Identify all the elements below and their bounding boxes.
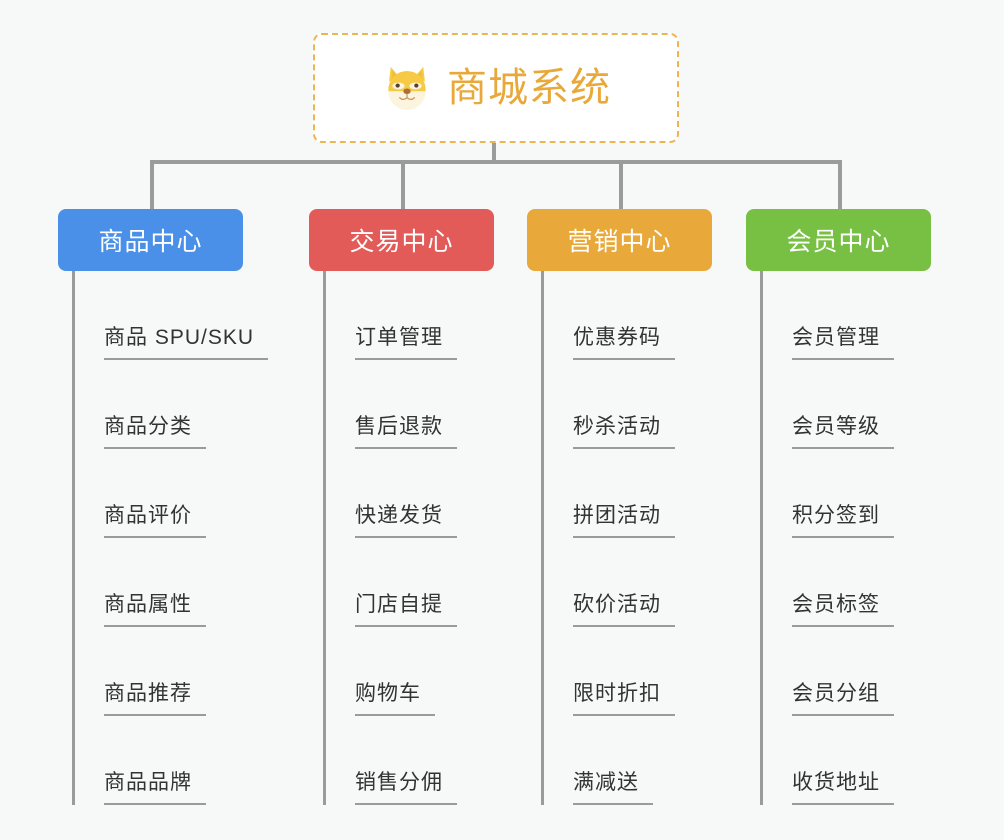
list-item[interactable]: 商品属性 (72, 538, 312, 627)
list-item[interactable]: 商品评价 (72, 449, 312, 538)
leaf-label: 订单管理 (355, 325, 457, 360)
connector-drop-product-center (150, 160, 154, 209)
list-item[interactable]: 限时折扣 (541, 627, 781, 716)
branch-trunk-line (760, 271, 763, 805)
list-item[interactable]: 购物车 (323, 627, 563, 716)
leaf-label: 售后退款 (355, 414, 457, 449)
list-item[interactable]: 快递发货 (323, 449, 563, 538)
leaf-label: 销售分佣 (355, 770, 457, 805)
leaf-label: 积分签到 (792, 503, 894, 538)
root-node-title: 商城系统 (447, 66, 611, 110)
leaf-label: 会员标签 (792, 592, 894, 627)
root-node-card[interactable]: 商城系统 (313, 33, 679, 143)
list-item[interactable]: 门店自提 (323, 538, 563, 627)
list-item[interactable]: 售后退款 (323, 360, 563, 449)
list-item[interactable]: 优惠券码 (541, 271, 781, 360)
leaf-label: 门店自提 (355, 592, 457, 627)
leaf-list-member-center: 会员管理 会员等级 积分签到 会员标签 会员分组 收货地址 (760, 271, 1000, 805)
category-header-trade-center[interactable]: 交易中心 (309, 209, 494, 271)
leaf-list-product-center: 商品 SPU/SKU 商品分类 商品评价 商品属性 商品推荐 商品品牌 (72, 271, 312, 805)
branch-trunk-line (323, 271, 326, 805)
leaf-label: 秒杀活动 (573, 414, 675, 449)
category-label: 商品中心 (98, 228, 203, 256)
category-header-product-center[interactable]: 商品中心 (58, 209, 243, 271)
category-label: 交易中心 (349, 228, 454, 256)
branch-trunk-line (541, 271, 544, 805)
leaf-label: 拼团活动 (573, 503, 675, 538)
list-item[interactable]: 商品 SPU/SKU (72, 271, 312, 360)
leaf-label: 快递发货 (355, 503, 457, 538)
connector-root-stem (492, 143, 496, 164)
list-item[interactable]: 商品分类 (72, 360, 312, 449)
list-item[interactable]: 商品推荐 (72, 627, 312, 716)
leaf-label: 商品品牌 (104, 770, 206, 805)
list-item[interactable]: 会员等级 (760, 360, 1000, 449)
connector-drop-trade-center (401, 160, 405, 209)
leaf-list-marketing-center: 优惠券码 秒杀活动 拼团活动 砍价活动 限时折扣 满减送 (541, 271, 781, 805)
leaf-label: 砍价活动 (573, 592, 675, 627)
category-header-member-center[interactable]: 会员中心 (746, 209, 931, 271)
list-item[interactable]: 会员标签 (760, 538, 1000, 627)
list-item[interactable]: 订单管理 (323, 271, 563, 360)
list-item[interactable]: 拼团活动 (541, 449, 781, 538)
leaf-label: 会员管理 (792, 325, 894, 360)
leaf-label: 满减送 (573, 770, 653, 805)
leaf-label: 商品 SPU/SKU (104, 325, 269, 360)
category-label: 会员中心 (786, 228, 891, 256)
leaf-label: 限时折扣 (573, 681, 675, 716)
connector-horizontal-bus (150, 160, 842, 164)
leaf-label: 会员分组 (792, 681, 894, 716)
leaf-label: 商品属性 (104, 592, 206, 627)
leaf-label: 商品评价 (104, 503, 206, 538)
connector-drop-marketing-center (619, 160, 623, 209)
leaf-label: 收货地址 (792, 770, 894, 805)
category-label: 营销中心 (567, 228, 672, 256)
list-item[interactable]: 积分签到 (760, 449, 1000, 538)
connector-drop-member-center (838, 160, 842, 209)
leaf-label: 会员等级 (792, 414, 894, 449)
list-item[interactable]: 销售分佣 (323, 716, 563, 805)
list-item[interactable]: 会员分组 (760, 627, 1000, 716)
leaf-label: 优惠券码 (573, 325, 675, 360)
list-item[interactable]: 砍价活动 (541, 538, 781, 627)
list-item[interactable]: 收货地址 (760, 716, 1000, 805)
leaf-list-trade-center: 订单管理 售后退款 快递发货 门店自提 购物车 销售分佣 (323, 271, 563, 805)
branch-trunk-line (72, 271, 75, 805)
leaf-label: 商品推荐 (104, 681, 206, 716)
leaf-label: 商品分类 (104, 414, 206, 449)
shiba-dog-face-icon (388, 66, 426, 110)
list-item[interactable]: 满减送 (541, 716, 781, 805)
category-header-marketing-center[interactable]: 营销中心 (527, 209, 712, 271)
list-item[interactable]: 商品品牌 (72, 716, 312, 805)
list-item[interactable]: 会员管理 (760, 271, 1000, 360)
leaf-label: 购物车 (355, 681, 435, 716)
list-item[interactable]: 秒杀活动 (541, 360, 781, 449)
